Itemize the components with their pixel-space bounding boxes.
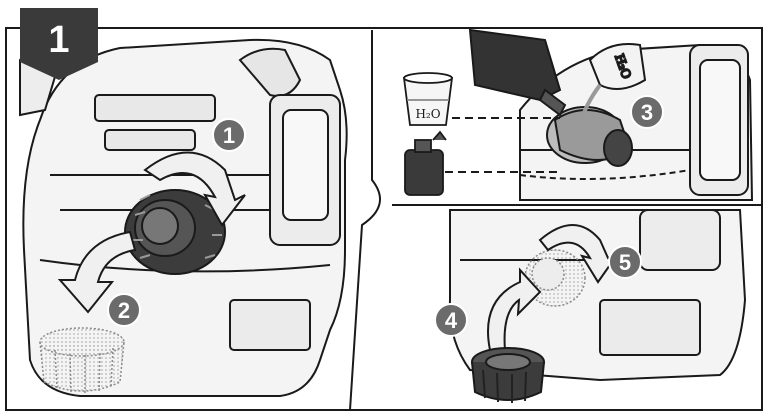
water-cup-label: H₂O [415, 107, 440, 121]
water-cup-icon: H₂O [404, 73, 452, 125]
left-panel: 1 [20, 8, 347, 396]
right-bottom-panel [450, 210, 745, 403]
step-number: 1 [48, 19, 69, 61]
callout-2: 2 [108, 294, 140, 326]
callout-4-text: 4 [445, 308, 458, 333]
oil-bottle-icon [405, 132, 446, 195]
right-top-panel: H₂O H₂O [404, 30, 752, 200]
callout-5-text: 5 [619, 250, 631, 275]
callout-5: 5 [609, 246, 641, 278]
callout-1: 1 [213, 119, 245, 151]
callout-2-text: 2 [118, 298, 130, 323]
callout-3: 3 [631, 96, 663, 128]
fuel-cap-dark [472, 348, 544, 403]
fuel-cap-removed [40, 328, 124, 394]
oil-container-icon [470, 30, 565, 115]
callout-4: 4 [435, 304, 467, 336]
callout-3-text: 3 [641, 100, 653, 125]
callout-1-text: 1 [223, 123, 235, 148]
